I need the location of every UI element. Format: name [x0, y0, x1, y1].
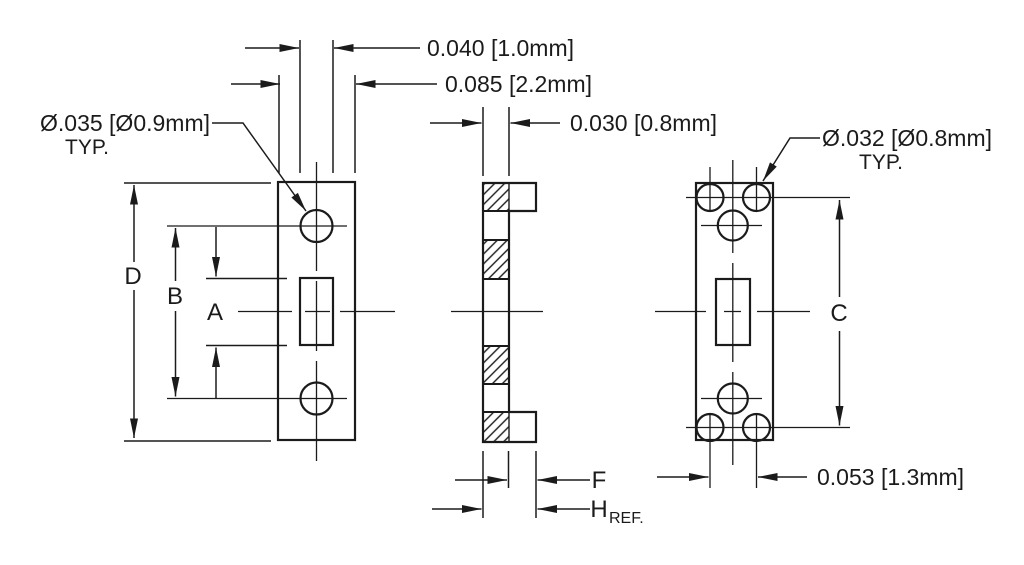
- dim-a-label: A: [207, 299, 223, 326]
- section-hatching: [482, 182, 510, 443]
- dim-h-ref-suffix: REF.: [609, 510, 644, 527]
- annotations: 0.040 [1.0mm] 0.085 [2.2mm] Ø.035 [Ø0.9m…: [40, 35, 992, 527]
- front-hole-typ: TYP.: [65, 136, 109, 159]
- body-width-dim: 0.085 [2.2mm]: [445, 71, 592, 97]
- thickness-dim: 0.030 [0.8mm]: [570, 110, 717, 136]
- back-hole-leader: [762, 137, 820, 182]
- section-outline: [481, 181, 538, 444]
- back-view-centerlines: [655, 160, 850, 488]
- dim-c-label: C: [830, 300, 847, 327]
- slot-width-dim: 0.040 [1.0mm]: [427, 35, 574, 61]
- section-view: [481, 181, 538, 444]
- back-pitch-dim: 0.053 [1.3mm]: [817, 464, 964, 490]
- front-view-centerlines: [167, 162, 395, 461]
- back-view-dimensions: [657, 137, 844, 481]
- dim-d-label: D: [124, 263, 141, 290]
- back-hole-dia-dim: Ø.032 [Ø0.8mm]: [822, 125, 992, 151]
- dim-f-label: F: [592, 467, 607, 494]
- front-view-dimensions: [124, 40, 437, 442]
- section-dimensions: [430, 107, 590, 518]
- back-hole-typ: TYP.: [859, 151, 903, 174]
- front-hole-dia-dim: Ø.035 [Ø0.9mm]: [40, 110, 210, 136]
- dim-b-label: B: [167, 283, 183, 310]
- front-hole-leader: [212, 122, 307, 212]
- dim-h-label: H: [590, 496, 607, 523]
